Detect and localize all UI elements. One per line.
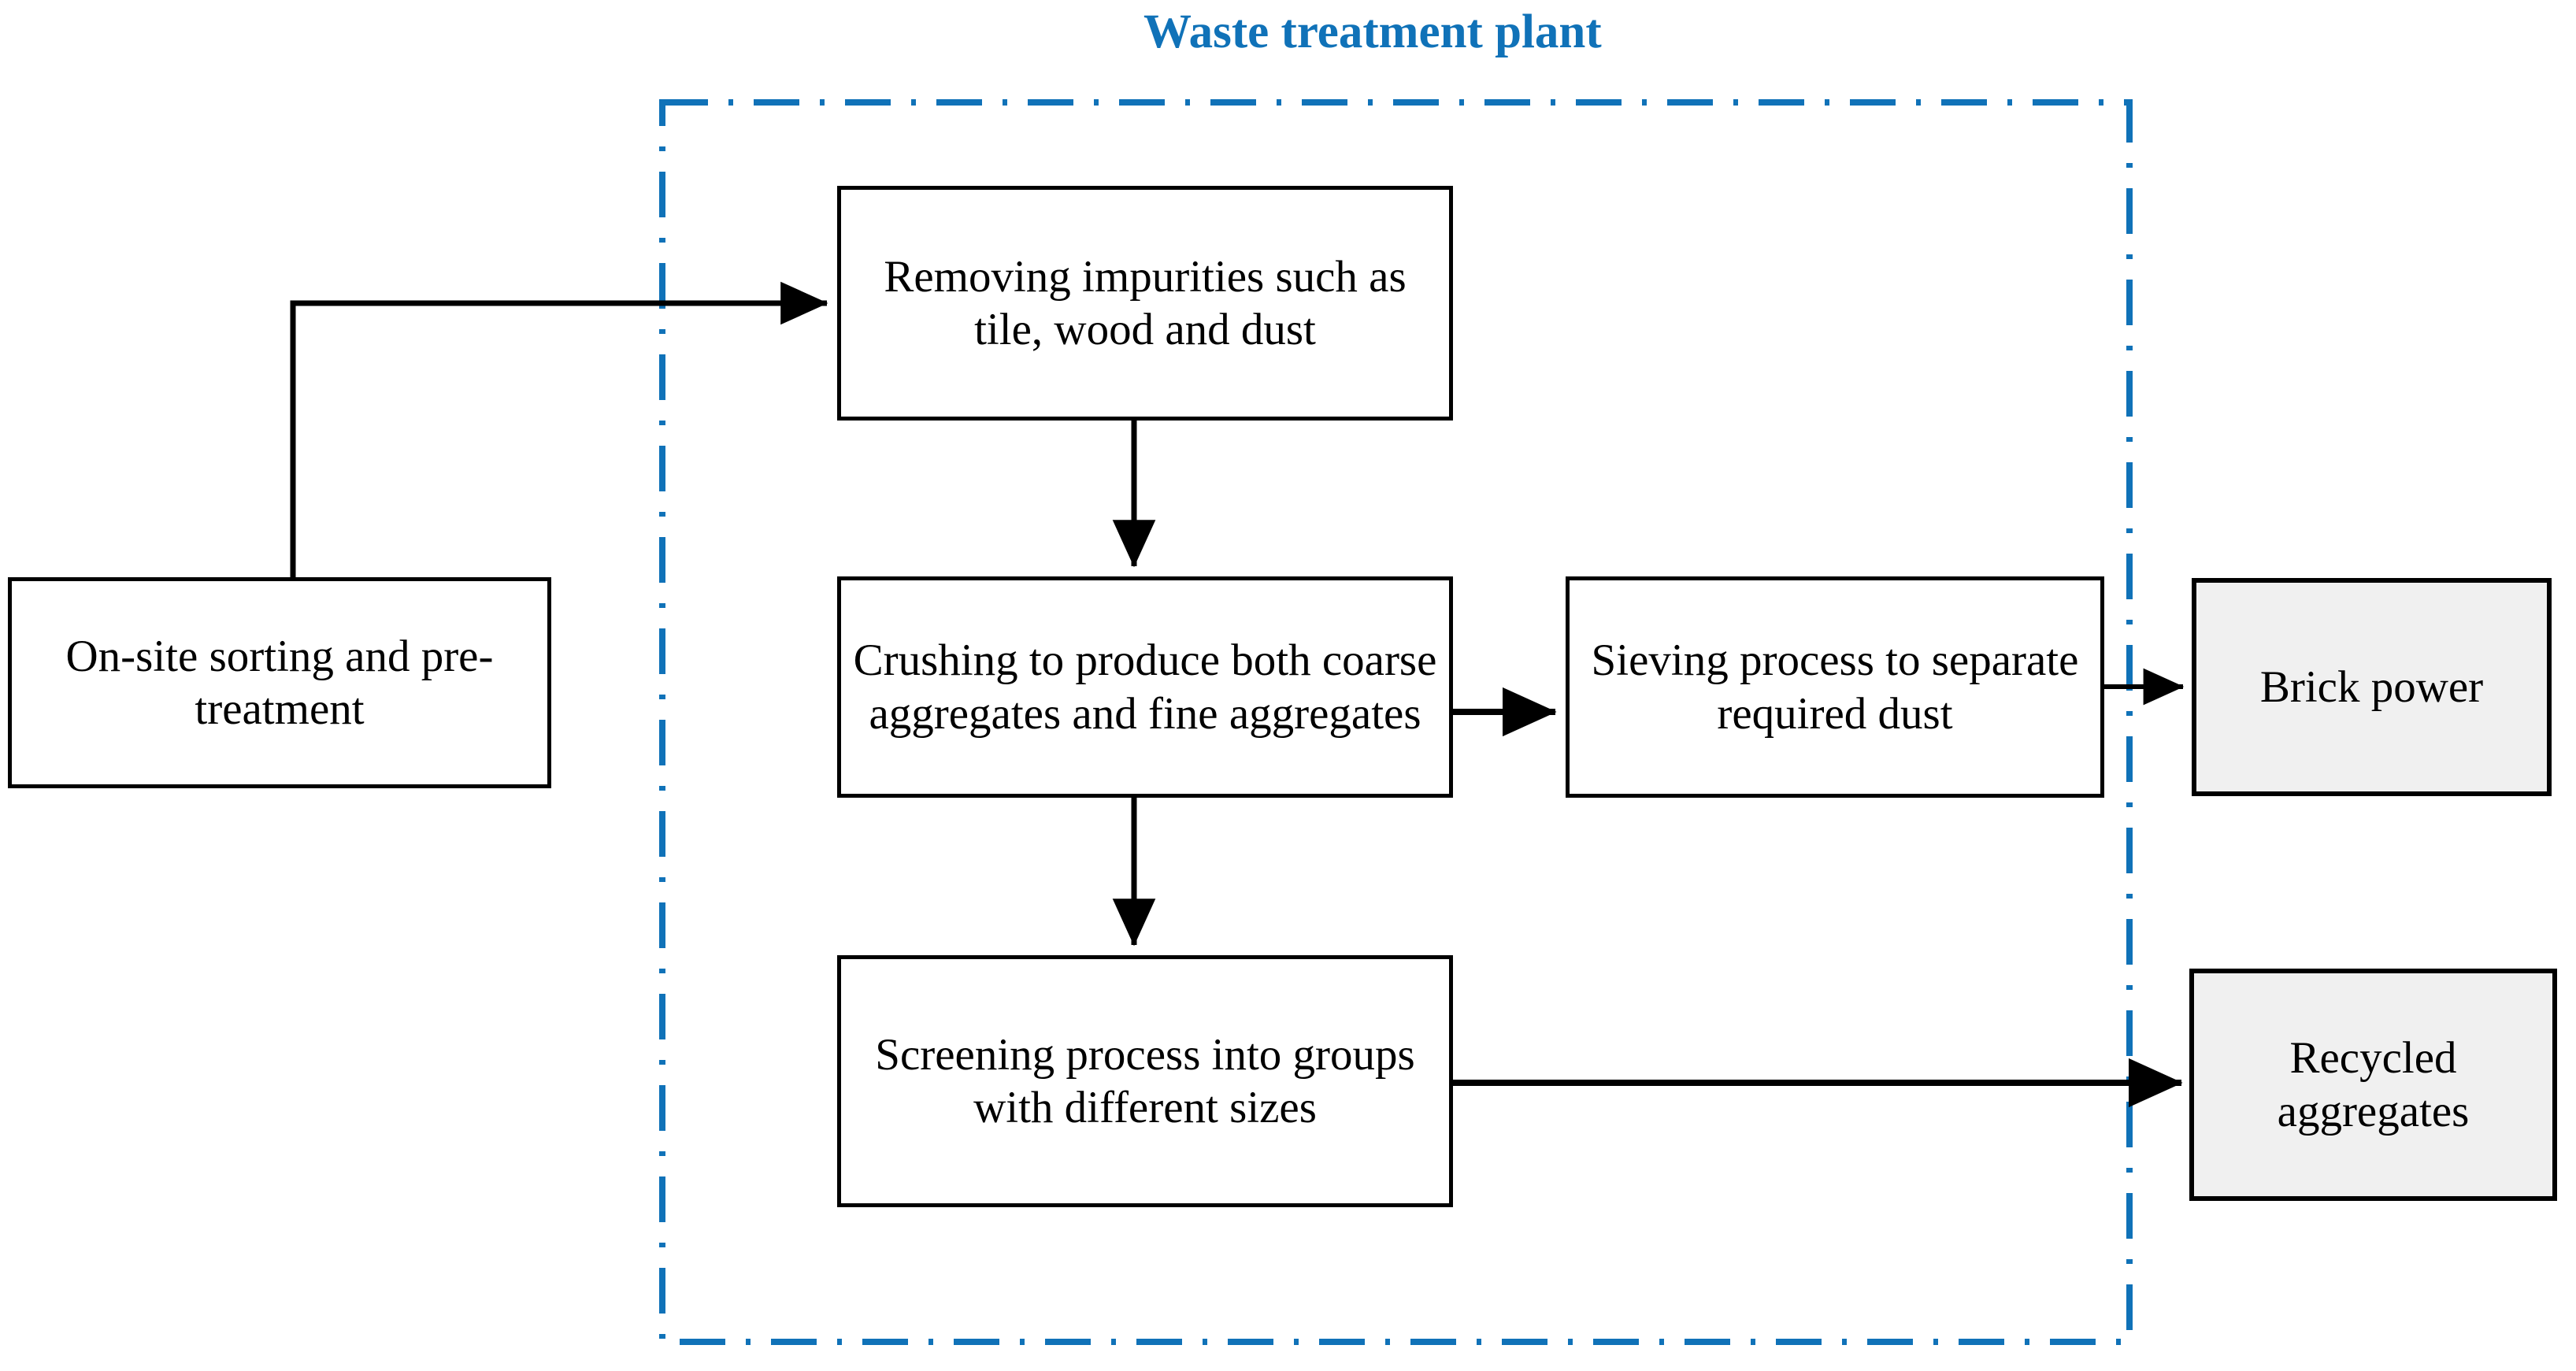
node-sieving-process[interactable]: Sieving process to separate required dus… bbox=[1566, 576, 2104, 798]
node-label: On-site sorting and pre-treatment bbox=[65, 631, 494, 734]
node-brick-power[interactable]: Brick power bbox=[2192, 578, 2552, 796]
node-recycled-aggregates[interactable]: Recycled aggregates bbox=[2189, 969, 2557, 1201]
node-label: Brick power bbox=[2259, 661, 2484, 712]
node-label: Screening process into groups with diffe… bbox=[875, 1029, 1415, 1132]
node-label: Recycled aggregates bbox=[2277, 1033, 2470, 1136]
node-label: Crushing to produce both coarse aggregat… bbox=[853, 635, 1437, 739]
node-label: Removing impurities such as tile, wood a… bbox=[884, 251, 1407, 354]
node-on-site-sorting-and-pre-treatment[interactable]: On-site sorting and pre-treatment bbox=[8, 577, 551, 788]
node-removing-impurities[interactable]: Removing impurities such as tile, wood a… bbox=[837, 186, 1453, 421]
page-title: Waste treatment plant bbox=[1143, 6, 1602, 58]
node-crushing-to-produce-aggregates[interactable]: Crushing to produce both coarse aggregat… bbox=[837, 576, 1453, 798]
edge-onsite-to-removing bbox=[290, 281, 828, 577]
node-label: Sieving process to separate required dus… bbox=[1591, 635, 2079, 739]
node-screening-process[interactable]: Screening process into groups with diffe… bbox=[837, 955, 1453, 1207]
